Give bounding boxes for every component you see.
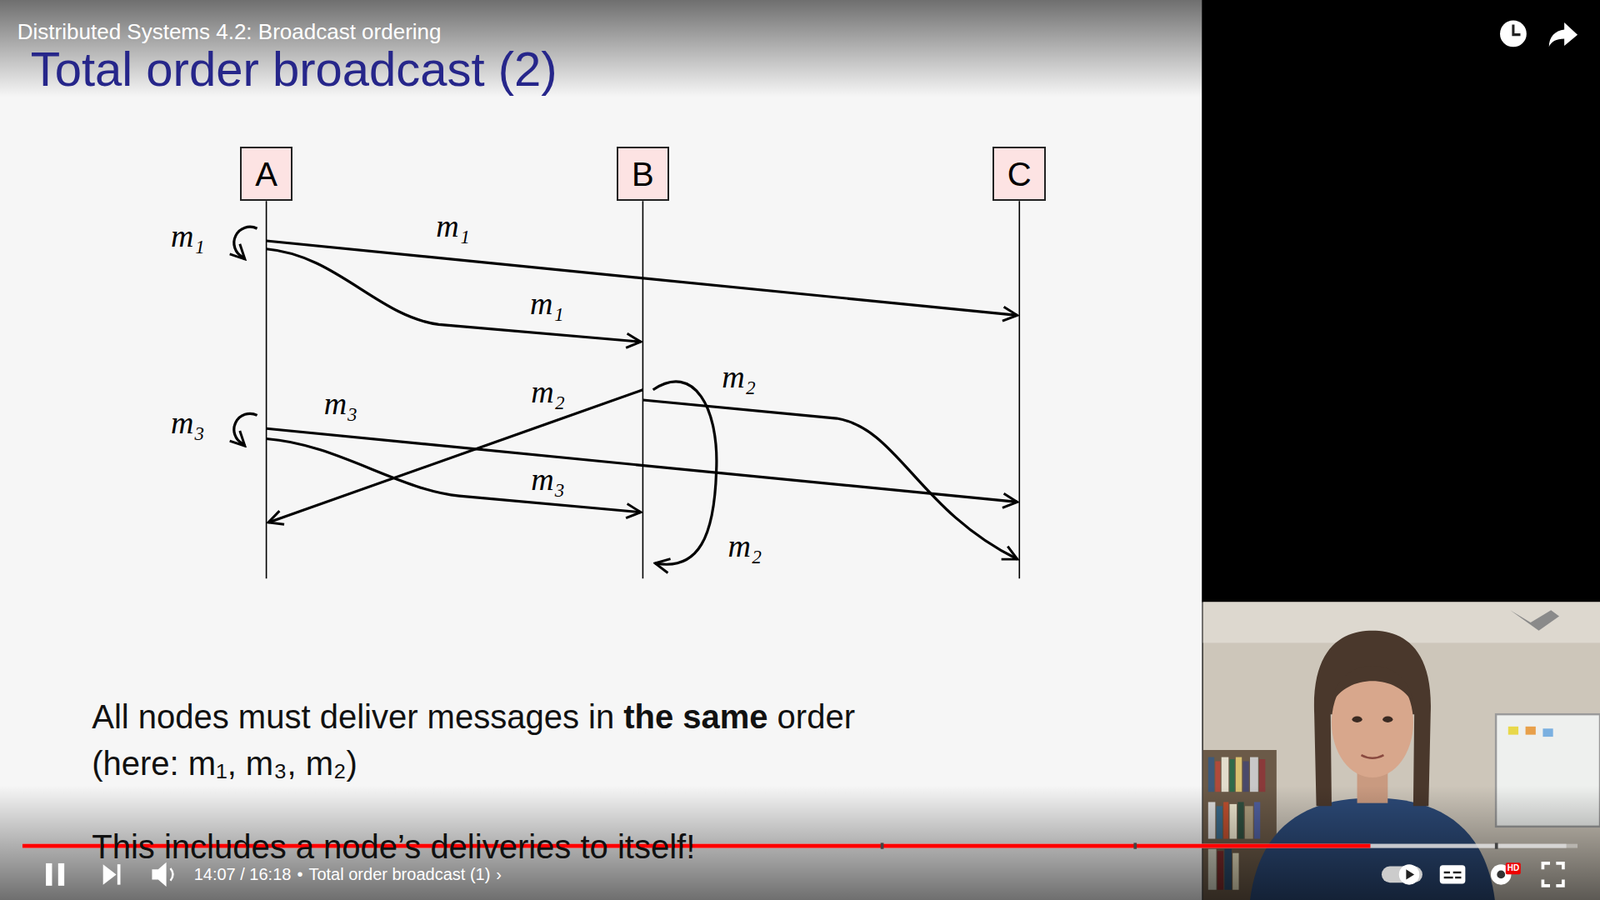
emphasis-text: the same: [623, 697, 768, 736]
next-icon: [117, 864, 121, 885]
message-label: m₁: [527, 285, 567, 323]
video-title: Distributed Systems 4.2: Broadcast order…: [17, 20, 442, 45]
self-delivery-arrow: [653, 381, 717, 565]
chapter-title: Total order broadcast (1): [308, 865, 490, 885]
slide-title: Total order broadcast (2): [30, 45, 558, 94]
slide-background: [0, 0, 1202, 900]
separator: •: [296, 865, 303, 885]
sticky-note: [1508, 726, 1519, 735]
eye: [1382, 716, 1393, 723]
time-display: 14:07 / 16:18•Total order broadcast (1)›: [194, 865, 502, 885]
process-box: C: [992, 146, 1046, 201]
process-box: B: [616, 146, 670, 201]
next-icon: [103, 864, 117, 885]
message-arrow: [266, 240, 1018, 315]
hair-fringe: [1331, 665, 1414, 705]
timelines: [266, 200, 1020, 579]
ceiling: [1203, 601, 1600, 643]
pause-icon: [45, 863, 52, 886]
node-label: C: [1007, 155, 1032, 193]
black-panel: [1201, 0, 1600, 602]
chapter-chevron: ›: [495, 865, 502, 885]
node-label: B: [631, 155, 655, 193]
message-label: m₃: [168, 405, 208, 442]
watch-later-icon: [1500, 20, 1527, 47]
message-label: m₂: [725, 528, 765, 565]
body-text: This includes a node’s deliveries to its…: [91, 827, 695, 866]
volume-icon: [170, 868, 173, 881]
pause-icon: [58, 863, 65, 886]
timeline: [1018, 200, 1020, 579]
hair: [1314, 630, 1431, 807]
volume-icon: [151, 862, 166, 887]
message-arrow: [642, 400, 1017, 560]
message-label: m₃: [528, 461, 568, 499]
bottom-shade: [0, 785, 1600, 900]
sticky-note: [1525, 726, 1536, 735]
autoplay-toggle: [1405, 869, 1415, 880]
autoplay-toggle: [1399, 864, 1420, 885]
process-box: A: [240, 146, 294, 201]
chapter-gap: [1133, 842, 1137, 849]
captions-icon: [1440, 865, 1466, 884]
message-label: m₁: [168, 218, 208, 255]
chapter-gap: [880, 842, 885, 849]
time-display: 14:07 / 16:18: [194, 865, 292, 885]
message-label: m₃: [321, 385, 361, 423]
player-controls: [45, 20, 1578, 887]
message-label: m₂: [719, 359, 759, 396]
timeline: [265, 200, 268, 579]
sticky-note: [1542, 728, 1553, 737]
message-arrows: [234, 226, 1018, 565]
node-label: A: [255, 155, 278, 193]
lamp: [1510, 610, 1560, 630]
top-shade: [0, 0, 1202, 97]
hd-badge: HD: [1505, 862, 1521, 875]
share-icon: [1549, 22, 1578, 47]
body-text: order: [777, 697, 855, 736]
message-label: m₁: [433, 208, 473, 245]
self-delivery-arrow: [234, 413, 258, 446]
settings-icon: [1496, 870, 1505, 879]
watch-later-icon: [1513, 24, 1521, 35]
chapter-gap: [1495, 842, 1499, 849]
body-sentence: All nodes must deliver messages inthe sa…: [91, 697, 855, 736]
body-text: (here: m₁, m₃, m₂): [91, 744, 358, 783]
message-arrow: [266, 439, 641, 513]
message-arrow: [266, 249, 641, 342]
mouth: [1360, 755, 1384, 759]
body-text: All nodes must deliver messages in: [91, 697, 615, 736]
self-delivery-arrow: [234, 226, 258, 260]
message-label: m₂: [528, 375, 568, 412]
fullscreen-icon: [1542, 863, 1563, 886]
eye: [1351, 716, 1362, 723]
